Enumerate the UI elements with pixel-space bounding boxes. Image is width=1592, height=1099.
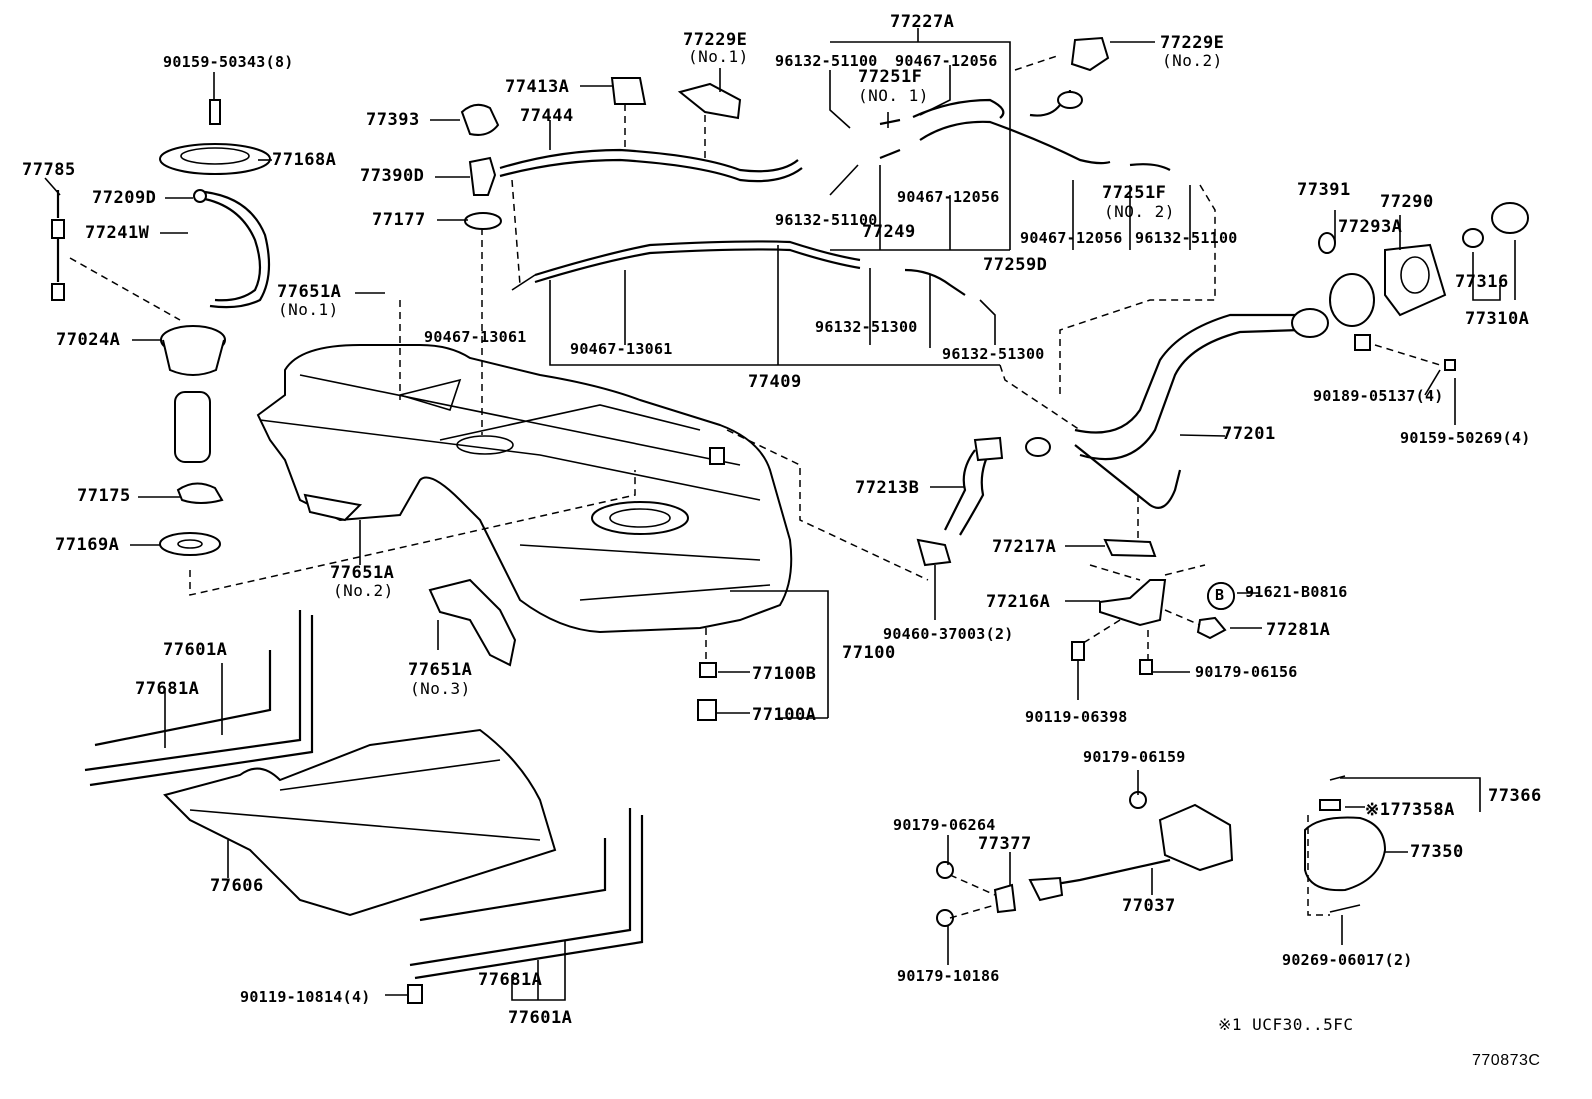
part-label-77229E-no1: 77229E — [683, 30, 748, 50]
leader-lines — [44, 28, 1516, 1001]
part-label-77229E-no2-sub: (No.2) — [1162, 51, 1223, 70]
footnote: ※1 UCF30..5FC — [1218, 1015, 1354, 1034]
part-label-77251F-no2: 77251F — [1102, 183, 1167, 203]
part-label-90119-10814: 90119-10814(4) — [240, 988, 371, 1006]
part-label-90467-12056-a: 90467-12056 — [895, 52, 998, 70]
part-label-96132-51100-c: 96132-51100 — [1135, 229, 1238, 247]
part-label-77251F-no1: 77251F — [858, 67, 923, 87]
part-label-77366: 77366 — [1488, 786, 1542, 806]
part-label-77229E-no1-sub: (No.1) — [688, 47, 749, 66]
part-label-77377: 77377 — [978, 834, 1032, 854]
part-label-77249: 77249 — [862, 222, 916, 242]
part-label-77037: 77037 — [1122, 896, 1176, 916]
part-label-77100: 77100 — [842, 643, 896, 663]
part-label-77651A-no2-sub: (No.2) — [333, 581, 394, 600]
part-label-77390D: 77390D — [360, 166, 425, 186]
reference-circle-b — [1207, 582, 1235, 610]
lid-opener-and-door — [936, 775, 1387, 927]
part-label-77213B: 77213B — [855, 478, 920, 498]
part-label-90467-13061-b: 90467-13061 — [570, 340, 673, 358]
part-label-77259D: 77259D — [983, 255, 1048, 275]
part-label-77601A-top: 77601A — [163, 640, 228, 660]
fuel-pump-assembly — [51, 99, 271, 556]
part-label-77681A-top: 77681A — [135, 679, 200, 699]
part-label-96132-51100-b: 96132-51100 — [775, 211, 878, 229]
part-label-77241W: 77241W — [85, 223, 150, 243]
part-label-77358A: ※177358A — [1365, 800, 1455, 820]
part-label-77391: 77391 — [1297, 180, 1351, 200]
part-label-96132-51300-a: 96132-51300 — [815, 318, 918, 336]
part-label-77293A: 77293A — [1338, 217, 1403, 237]
part-label-77413A: 77413A — [505, 77, 570, 97]
part-label-77209D: 77209D — [92, 188, 157, 208]
part-label-77281A: 77281A — [1266, 620, 1331, 640]
part-label-77785: 77785 — [22, 160, 76, 180]
part-label-90269-06017: 90269-06017(2) — [1282, 951, 1413, 969]
part-label-77651A-no1-sub: (No.1) — [278, 300, 339, 319]
part-label-90179-06156: 90179-06156 — [1195, 663, 1298, 681]
part-label-77251F-no1-sub: (NO. 1) — [858, 86, 929, 105]
part-label-77100B: 77100B — [752, 664, 817, 684]
part-label-77393: 77393 — [366, 110, 420, 130]
canister-and-hoses — [460, 36, 1171, 296]
part-label-77316: 77316 — [1455, 272, 1509, 292]
fuel-tank-body — [256, 344, 793, 634]
part-label-77601A-bottom: 77601A — [508, 1008, 573, 1028]
part-label-77290: 77290 — [1380, 192, 1434, 212]
part-label-90467-12056-c: 90467-12056 — [1020, 229, 1123, 247]
part-label-90179-06159: 90179-06159 — [1083, 748, 1186, 766]
part-label-77651A-no3: 77651A — [408, 660, 473, 680]
part-label-91621-B0816: 91621-B0816 — [1245, 583, 1348, 601]
part-label-77350: 77350 — [1410, 842, 1464, 862]
part-label-90179-06264: 90179-06264 — [893, 816, 996, 834]
tank-protectors-and-bands — [84, 493, 644, 1004]
part-label-90159-50269: 90159-50269(4) — [1400, 429, 1531, 447]
part-label-90467-12056-b: 90467-12056 — [897, 188, 1000, 206]
part-label-77251F-no2-sub: (NO. 2) — [1104, 202, 1175, 221]
part-label-77444: 77444 — [520, 106, 574, 126]
part-label-77409: 77409 — [748, 372, 802, 392]
part-label-96132-51100-a: 96132-51100 — [775, 52, 878, 70]
reference-circle-b-letter: B — [1215, 586, 1225, 604]
part-label-77175: 77175 — [77, 486, 131, 506]
part-label-90159-50343: 90159-50343(8) — [163, 53, 294, 71]
part-label-77100A: 77100A — [752, 705, 817, 725]
part-label-77168A: 77168A — [272, 150, 337, 170]
part-label-77310A: 77310A — [1465, 309, 1530, 329]
dashed-reference-lines — [69, 54, 1441, 919]
part-label-77201: 77201 — [1222, 424, 1276, 444]
diagram-code: 770873C — [1472, 1052, 1541, 1069]
part-label-90460-37003: 90460-37003(2) — [883, 625, 1014, 643]
part-label-77681A-bottom: 77681A — [478, 970, 543, 990]
part-label-77651A-no3-sub: (No.3) — [410, 679, 471, 698]
part-label-96132-51300-b: 96132-51300 — [942, 345, 1045, 363]
part-label-77216A: 77216A — [986, 592, 1051, 612]
part-label-77606: 77606 — [210, 876, 264, 896]
brackets-and-fasteners — [697, 538, 1235, 721]
part-label-77217A: 77217A — [992, 537, 1057, 557]
part-label-90467-13061-a: 90467-13061 — [424, 328, 527, 346]
fuel-filler-pipe — [916, 202, 1529, 567]
part-label-77169A: 77169A — [55, 535, 120, 555]
part-label-90119-06398: 90119-06398 — [1025, 708, 1128, 726]
part-label-77651A-no2: 77651A — [330, 563, 395, 583]
part-label-77177: 77177 — [372, 210, 426, 230]
part-label-77229E-no2: 77229E — [1160, 33, 1225, 53]
part-label-90179-10186: 90179-10186 — [897, 967, 1000, 985]
part-label-77024A: 77024A — [56, 330, 121, 350]
part-label-77227A: 77227A — [890, 12, 955, 32]
part-label-90189-05137: 90189-05137(4) — [1313, 387, 1444, 405]
part-label-77651A-no1: 77651A — [277, 282, 342, 302]
